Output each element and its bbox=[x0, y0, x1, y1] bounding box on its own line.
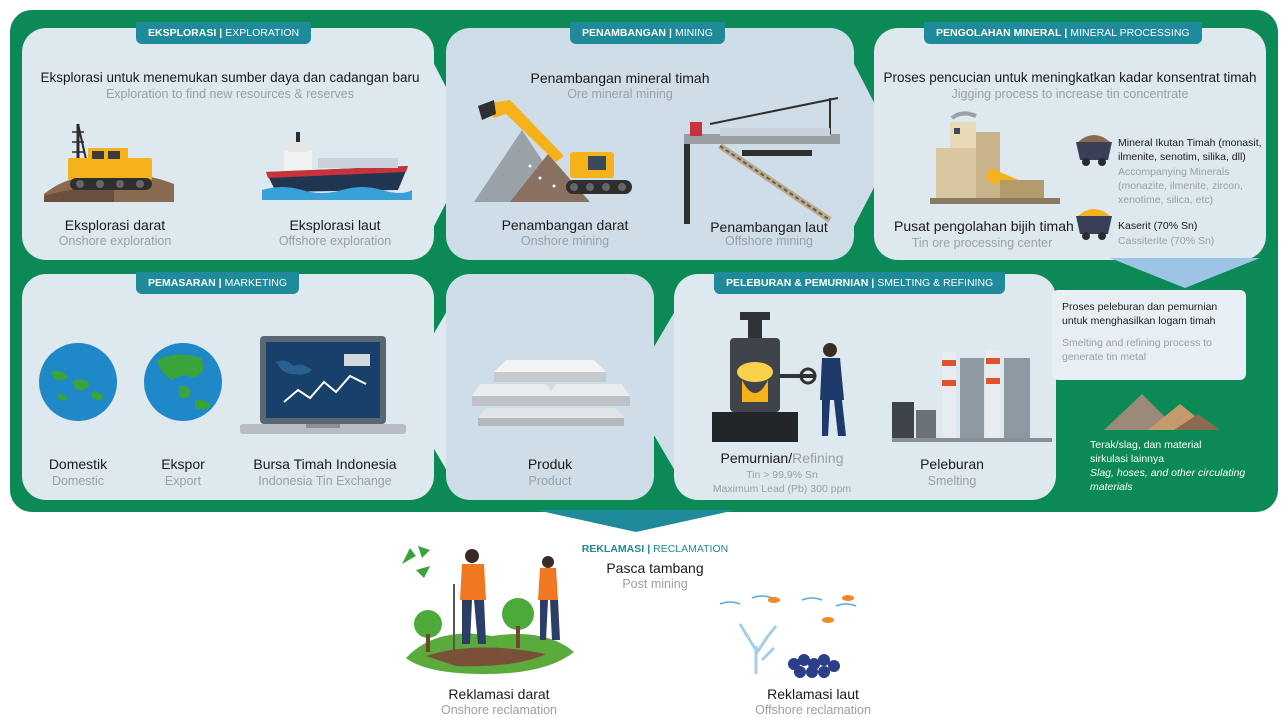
product-label: Produk bbox=[527, 456, 573, 472]
processing-plant-icon bbox=[930, 111, 1060, 204]
processing-title: Proses pencucian untuk meningkatkan kada… bbox=[883, 70, 1257, 85]
slag-pile-icon bbox=[1104, 394, 1220, 430]
mining-title: Penambangan mineral timah bbox=[530, 70, 710, 86]
offshore-exploration-sub: Offshore exploration bbox=[278, 234, 392, 248]
exploration-subtitle: Exploration to find new resources & rese… bbox=[105, 87, 355, 101]
smelter-chimney-icon bbox=[892, 350, 1052, 442]
reclamation-subtitle: Post mining bbox=[622, 577, 688, 591]
flow-arrow bbox=[536, 510, 736, 532]
processing-tag: PENGOLAHAN MINERAL|MINERAL PROCESSING bbox=[924, 22, 1202, 44]
smelting-note-sub: Smelting and refining process to generat… bbox=[1062, 337, 1212, 364]
flow-arrow bbox=[628, 306, 678, 476]
lead-spec: Maximum Lead (Pb) 300 ppm bbox=[712, 483, 852, 495]
smelting-label: Peleburan bbox=[920, 456, 984, 472]
accompanying-minerals-label: Mineral Ikutan Timah (monasit, ilmenite,… bbox=[1118, 137, 1262, 164]
tin-ingot-icon bbox=[472, 360, 630, 426]
flow-arrow bbox=[1110, 258, 1260, 288]
exploration-tag: EKSPLORASI|EXPLORATION bbox=[136, 22, 312, 44]
drill-rig-icon bbox=[44, 123, 174, 202]
domestic-label: Domestik bbox=[48, 456, 108, 472]
excavator-icon bbox=[474, 100, 632, 202]
processing-center-label: Pusat pengolahan bijih timah bbox=[894, 218, 1074, 234]
onshore-reclamation-label: Reklamasi darat bbox=[448, 686, 550, 702]
export-sub: Export bbox=[164, 474, 202, 488]
refining-ladle-icon bbox=[712, 312, 846, 442]
processing-panel bbox=[874, 28, 1266, 260]
mining-tag: PENAMBANGAN|MINING bbox=[570, 22, 725, 44]
onshore-exploration-label: Eksplorasi darat bbox=[64, 217, 166, 233]
cassiterite-sub: Cassiterite (70% Sn) bbox=[1118, 235, 1215, 247]
processing-subtitle: Jigging process to increase tin concentr… bbox=[951, 87, 1189, 101]
product-sub: Product bbox=[528, 474, 572, 488]
slag-sub: Slag, hoses, and other circulating mater… bbox=[1090, 467, 1246, 494]
mine-cart-icon bbox=[1076, 135, 1112, 166]
onshore-mining-label: Penambangan darat bbox=[501, 217, 629, 233]
tin-spec: Tin > 99,9% Sn bbox=[746, 469, 818, 481]
globe-icon bbox=[39, 343, 117, 421]
exploration-title: Eksplorasi untuk menemukan sumber daya d… bbox=[40, 70, 420, 85]
smelting-note-box bbox=[1052, 290, 1246, 380]
ship-icon bbox=[262, 132, 412, 200]
laptop-chart-icon bbox=[240, 336, 406, 434]
mine-cart-icon bbox=[1076, 209, 1112, 240]
mining-subtitle: Ore mineral mining bbox=[567, 87, 673, 101]
processing-center-sub: Tin ore processing center bbox=[911, 236, 1053, 250]
offshore-mining-sub: Offshore mining bbox=[724, 234, 813, 248]
offshore-reclamation-sub: Offshore reclamation bbox=[755, 703, 871, 717]
domestic-sub: Domestic bbox=[51, 474, 105, 488]
smelting-note: Proses peleburan dan pemurnian untuk men… bbox=[1062, 301, 1218, 328]
dredge-icon bbox=[684, 97, 840, 224]
accompanying-minerals-sub: Accompanying Minerals (monazite, ilmenit… bbox=[1118, 166, 1243, 207]
marketing-tag: PEMASARAN|MARKETING bbox=[136, 272, 300, 294]
refining-label: Pemurnian/Refining bbox=[720, 450, 844, 466]
globe-icon bbox=[144, 343, 222, 421]
offshore-mining-label: Penambangan laut bbox=[710, 219, 828, 235]
onshore-reclamation-icon bbox=[402, 546, 574, 674]
smelting-sub: Smelting bbox=[927, 474, 977, 488]
exchange-sub: Indonesia Tin Exchange bbox=[258, 474, 392, 488]
export-label: Ekspor bbox=[161, 456, 205, 472]
flow-arrow bbox=[400, 306, 450, 476]
exchange-label: Bursa Timah Indonesia bbox=[253, 456, 397, 472]
onshore-exploration-sub: Onshore exploration bbox=[58, 234, 172, 248]
coral-reef-icon bbox=[719, 595, 857, 678]
onshore-mining-sub: Onshore mining bbox=[520, 234, 610, 248]
exploration-panel bbox=[22, 28, 434, 260]
reclamation-tag: REKLAMASI|RECLAMATION bbox=[581, 543, 729, 555]
offshore-exploration-label: Eksplorasi laut bbox=[289, 217, 381, 233]
offshore-reclamation-label: Reklamasi laut bbox=[767, 686, 859, 702]
reclamation-title: Pasca tambang bbox=[606, 560, 704, 576]
cassiterite-label: Kaserit (70% Sn) bbox=[1118, 220, 1198, 232]
onshore-reclamation-sub: Onshore reclamation bbox=[440, 703, 558, 717]
smelting-tag: PELEBURAN & PEMURNIAN|SMELTING & REFININ… bbox=[714, 272, 1006, 294]
slag-label: Terak/slag, dan material sirkulasi lainn… bbox=[1090, 439, 1202, 466]
